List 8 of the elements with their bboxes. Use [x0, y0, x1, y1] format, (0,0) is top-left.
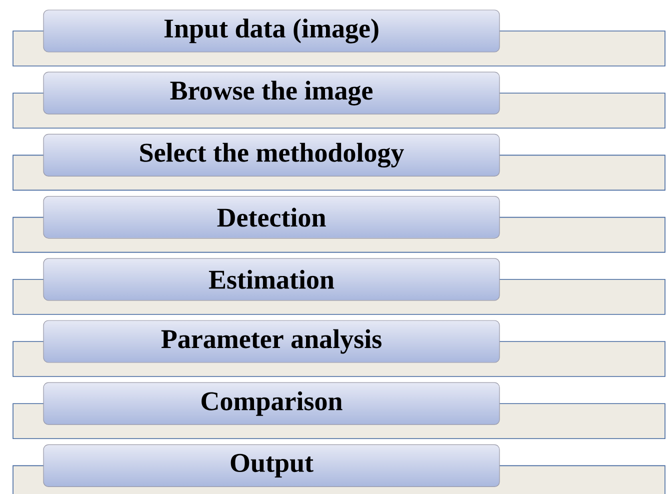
step-box: Browse the image [43, 72, 500, 114]
step-box: Estimation [43, 258, 500, 301]
step-box: Select the methodology [43, 134, 500, 176]
step-box: Parameter analysis [43, 320, 500, 363]
step-box: Comparison [43, 382, 500, 425]
step-box: Input data (image) [43, 10, 500, 52]
step-box: Output [43, 444, 500, 487]
step-box: Detection [43, 196, 500, 239]
